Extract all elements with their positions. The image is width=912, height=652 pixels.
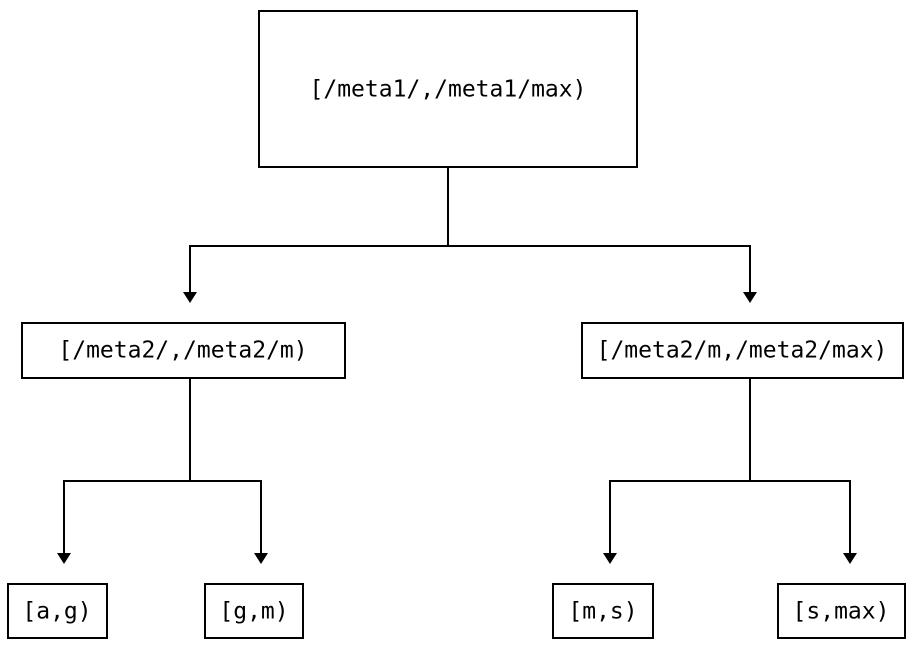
tree-edge: [188, 378, 268, 564]
node-label: [a,g): [22, 599, 91, 625]
tree-edge: [603, 378, 752, 564]
node-box[interactable]: [257, 9, 639, 169]
node-label: [/meta2/,/meta2/m): [58, 338, 307, 364]
node-label: [s,max): [793, 599, 890, 625]
tree-node-meta2-right[interactable]: [/meta2/m,/meta2/max): [580, 321, 905, 380]
arrowhead-down-icon: [254, 553, 268, 564]
tree-edge: [446, 167, 757, 303]
tree-node-meta2-left[interactable]: [/meta2/,/meta2/m): [20, 321, 347, 380]
tree-edge: [748, 378, 857, 564]
node-label: [/meta1/,/meta1/max): [310, 77, 587, 103]
edge-connector-line: [608, 378, 752, 554]
arrowhead-down-icon: [603, 553, 617, 564]
node-box[interactable]: [6, 582, 109, 640]
tree-edge: [183, 167, 450, 303]
edge-connector-line: [188, 378, 263, 554]
node-label: [g,m): [219, 599, 288, 625]
arrowhead-down-icon: [183, 292, 197, 303]
edge-connector-line: [446, 167, 752, 293]
node-box[interactable]: [551, 582, 655, 640]
tree-node-leaf-a-g[interactable]: [a,g): [6, 582, 109, 640]
node-box[interactable]: [776, 582, 907, 640]
tree-edge: [57, 378, 192, 564]
tree-node-leaf-m-s[interactable]: [m,s): [551, 582, 655, 640]
tree-node-root[interactable]: [/meta1/,/meta1/max): [257, 9, 639, 169]
node-box[interactable]: [20, 321, 347, 380]
node-label: [m,s): [568, 599, 637, 625]
node-label: [/meta2/m,/meta2/max): [597, 338, 888, 364]
arrowhead-down-icon: [57, 553, 71, 564]
node-box[interactable]: [203, 582, 305, 640]
tree-node-leaf-s-max[interactable]: [s,max): [776, 582, 907, 640]
nodes-layer: [/meta1/,/meta1/max) [/meta2/,/meta2/m) [/…: [6, 9, 907, 640]
edge-connector-line: [62, 378, 192, 554]
edge-connector-line: [188, 167, 450, 293]
arrowhead-down-icon: [843, 553, 857, 564]
edge-connector-line: [748, 378, 852, 554]
node-box[interactable]: [580, 321, 905, 380]
tree-node-leaf-g-m[interactable]: [g,m): [203, 582, 305, 640]
edges-layer: [57, 167, 857, 564]
arrowhead-down-icon: [743, 292, 757, 303]
